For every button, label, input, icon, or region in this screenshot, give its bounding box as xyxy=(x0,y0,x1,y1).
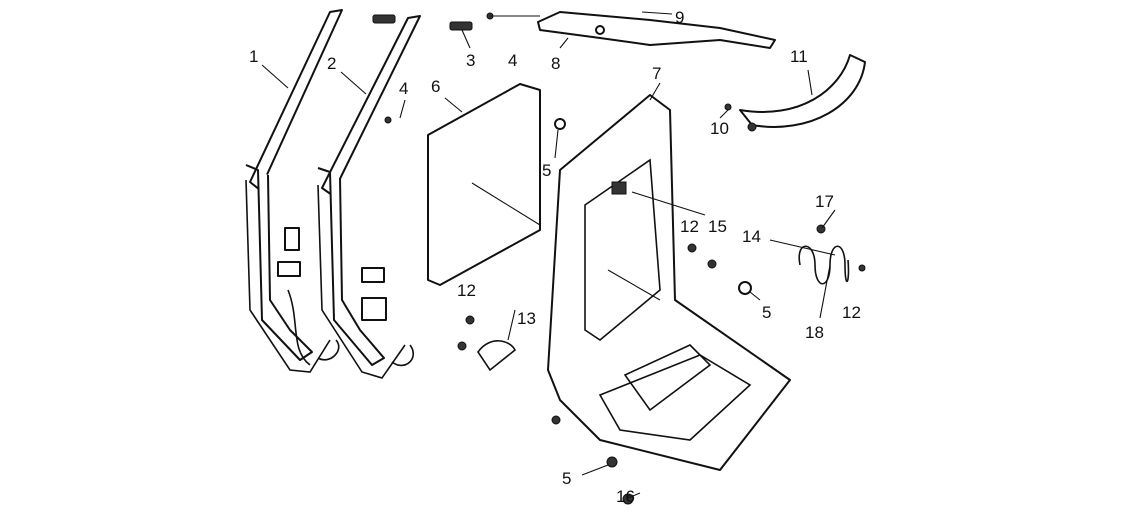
callout-12c: 12 xyxy=(842,303,861,322)
back-pad-6 xyxy=(427,83,541,286)
guard-11 xyxy=(739,54,866,128)
leader-lines xyxy=(261,11,836,499)
callout-4b: 4 xyxy=(399,79,408,98)
callout-7: 7 xyxy=(652,64,661,83)
callout-16: 16 xyxy=(616,487,635,506)
callout-17: 17 xyxy=(815,192,834,211)
callout-5b: 5 xyxy=(762,303,771,322)
callout-9: 9 xyxy=(675,8,684,27)
callout-1: 1 xyxy=(249,47,258,66)
callout-18: 18 xyxy=(805,323,824,342)
callout-labels: 1 2 3 4 4 5 5 5 6 7 8 9 10 11 12 12 12 1… xyxy=(249,8,861,506)
hardware xyxy=(384,12,866,505)
callout-10: 10 xyxy=(710,119,729,138)
buckle-3b xyxy=(449,21,473,31)
buckle-3 xyxy=(372,14,396,24)
callout-11: 11 xyxy=(790,47,808,66)
callout-8: 8 xyxy=(551,54,560,73)
callout-6: 6 xyxy=(431,77,440,96)
callout-5: 5 xyxy=(542,161,551,180)
shoulder-strap-2 xyxy=(317,15,421,379)
shoulder-strap-1 xyxy=(245,9,343,373)
callout-14: 14 xyxy=(742,227,761,246)
frame-7 xyxy=(547,94,791,471)
callout-2: 2 xyxy=(327,54,336,73)
callout-15: 15 xyxy=(708,217,727,236)
callout-12b: 12 xyxy=(457,281,476,300)
callout-13: 13 xyxy=(517,309,536,328)
callout-5c: 5 xyxy=(562,469,571,488)
top-pad-8 xyxy=(537,11,776,49)
callout-12: 12 xyxy=(680,217,699,236)
callout-4: 4 xyxy=(508,51,517,70)
callout-3: 3 xyxy=(466,51,475,70)
